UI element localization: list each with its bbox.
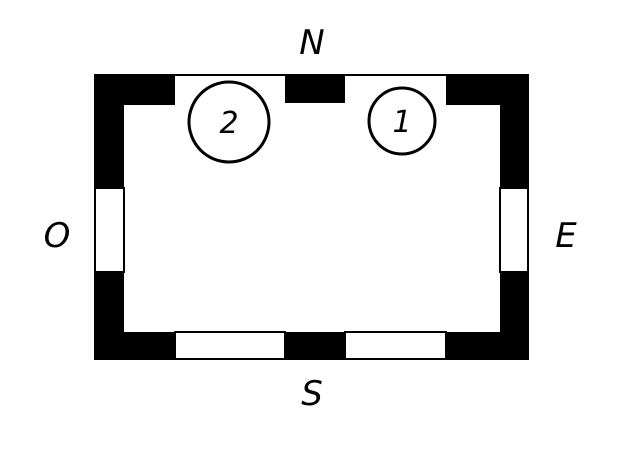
wall-top-right-corner [446, 75, 528, 188]
west-window [94, 187, 125, 273]
wall-bottom-left-corner [95, 272, 175, 359]
label-east: E [555, 216, 577, 256]
label-west: O [44, 216, 71, 256]
east-window [499, 187, 529, 273]
wall-top-middle [285, 75, 345, 103]
label-north: N [299, 23, 324, 63]
marker-1-label: 1 [392, 105, 411, 140]
wall-bottom-middle [285, 332, 345, 359]
wall-bottom-right-corner [446, 272, 528, 359]
wall-top-left-corner [95, 75, 175, 188]
label-south: S [301, 374, 323, 414]
south-window-left [174, 331, 286, 360]
marker-2-circle [187, 80, 271, 164]
marker-2-label: 2 [219, 106, 238, 141]
marker-1-circle [367, 86, 437, 156]
room-outline [94, 74, 529, 360]
south-window-right [344, 331, 447, 360]
